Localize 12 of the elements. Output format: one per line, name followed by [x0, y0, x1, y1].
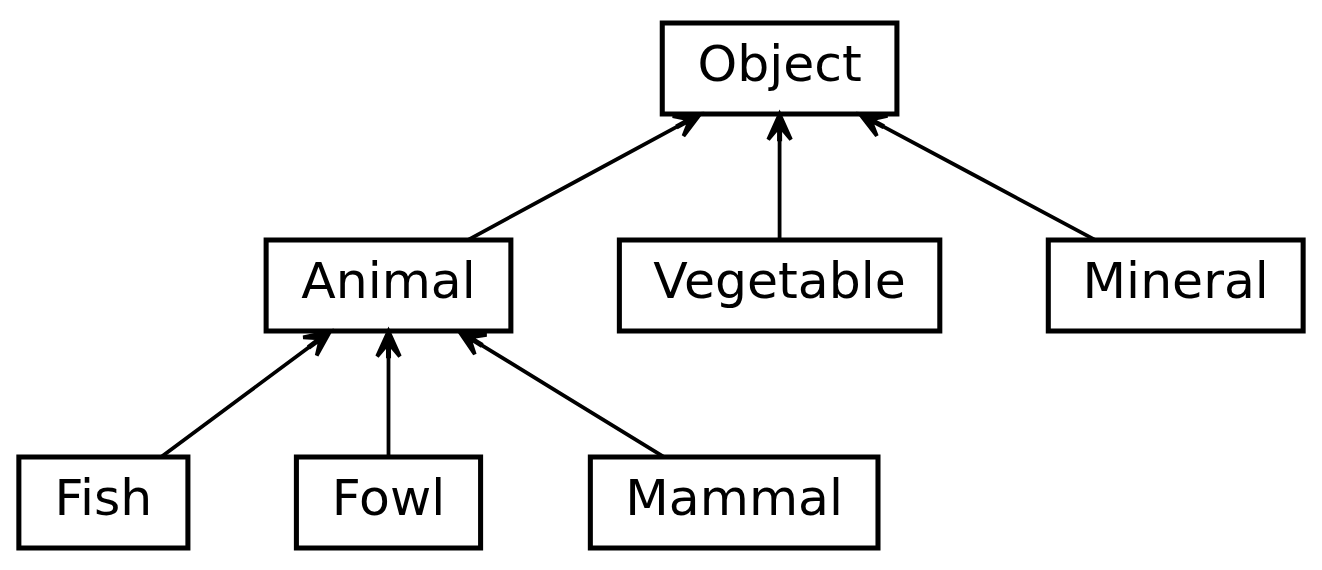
node-box: Object	[659, 20, 900, 116]
arrow	[375, 328, 402, 456]
arrow	[858, 111, 1096, 241]
arrow	[766, 111, 793, 239]
node-box: Vegetable	[616, 237, 943, 333]
node-box: Mineral	[1045, 237, 1306, 333]
node-box: Animal	[263, 237, 514, 333]
arrow	[160, 329, 333, 458]
node-box: Fowl	[293, 454, 484, 550]
arrow	[467, 111, 703, 241]
node-box: Mammal	[587, 454, 881, 550]
node-box: Fish	[16, 454, 191, 550]
